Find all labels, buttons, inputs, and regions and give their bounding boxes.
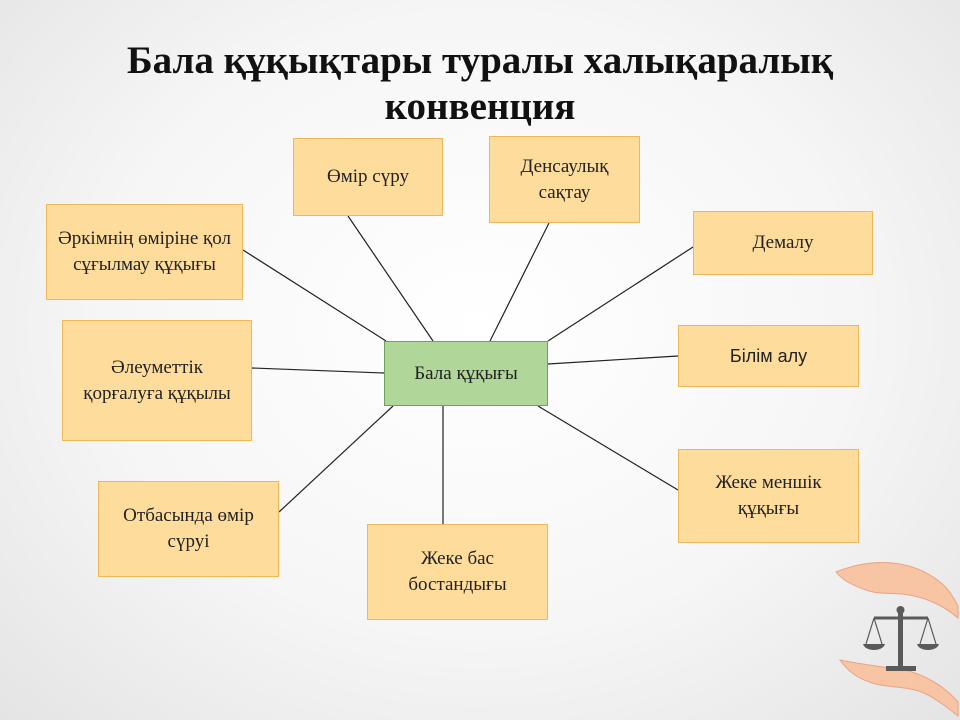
link-arkimnin [242,249,387,342]
link-demalu [547,246,694,342]
link-otbasynda [278,405,394,513]
link-densaulyq [489,222,550,342]
slide-title: Бала құқықтары туралы халықаралық конвен… [126,39,834,128]
node-otbasynda: Отбасында өмір сүруі [98,481,279,577]
node-zheke-menshik: Жеке меншік құқығы [678,449,859,543]
node-zheke-bas: Жеке бас бостандығы [367,524,548,620]
node-aleumettik: Әлеуметтік қорғалуға құқылы [62,320,252,441]
node-densaulyq-saqtau: Денсаулық сақтау [489,136,640,223]
link-aleumettik [251,367,385,374]
node-arkimnin: Әркімнің өміріне қол сұғылмау құқығы [46,204,243,300]
node-demalu: Демалу [693,211,873,275]
node-omir-suru: Өмір сүру [293,138,443,216]
justice-hands-illustration [835,562,959,718]
link-zheke-menshik [537,405,679,491]
link-omir-suru [347,215,434,342]
center-node: Бала құқығы [384,341,548,406]
hands-icon [835,562,959,718]
justice-scales-icon [863,606,939,671]
link-bilim [547,355,679,365]
node-bilim-alu: Білім алу [678,325,859,387]
